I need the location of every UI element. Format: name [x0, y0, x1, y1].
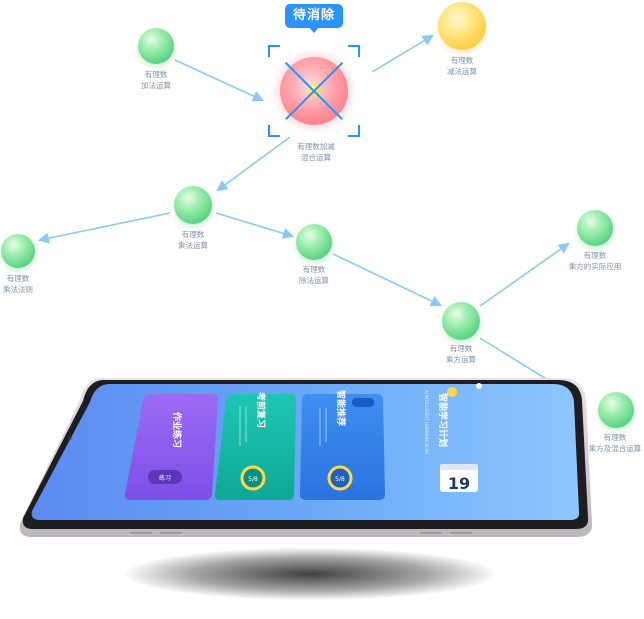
node-label-div: 有理数 除法运算	[299, 265, 329, 285]
link-add-to-mix	[174, 59, 265, 102]
calendar-day: 19	[448, 474, 470, 493]
card-homework-badge[interactable]	[148, 470, 182, 484]
card-recommend[interactable]	[300, 394, 385, 500]
card-recommend-tag	[352, 398, 374, 407]
pending-tag: 待消除	[285, 4, 343, 33]
close-icon[interactable]	[476, 383, 482, 389]
link-mul-to-law	[37, 212, 171, 244]
card-recommend-badge-text: 5/8	[335, 476, 345, 483]
target-node[interactable]	[268, 45, 360, 137]
focus-corner	[268, 125, 280, 137]
node-label-pow-mix: 有理数 乘方及混合运算	[588, 433, 642, 453]
screen-subtitle: AI INTELLIGENT LEARNING PLAN	[424, 390, 429, 455]
card-homework[interactable]	[124, 394, 219, 500]
node-sub[interactable]	[438, 2, 486, 50]
card-recommend-progress	[327, 465, 353, 491]
node-label-add: 有理数 加法运算	[141, 70, 171, 90]
node-mul-law[interactable]	[1, 234, 35, 268]
node-label-addsub-mix: 有理数加减 混合运算	[297, 142, 335, 162]
camera-dot	[68, 436, 72, 440]
card-review[interactable]	[214, 394, 296, 500]
sun-icon	[447, 387, 457, 397]
link-mix-to-sub	[371, 34, 434, 73]
node-add[interactable]	[138, 28, 174, 64]
card-review-title: 考前复习	[255, 392, 267, 428]
node-pow[interactable]	[442, 302, 480, 340]
node-pow-app[interactable]	[577, 210, 613, 246]
node-label-pow: 有理数 乘方运算	[446, 344, 476, 364]
card-review-badge-text: 5/8	[248, 476, 258, 483]
node-label-sub: 有理数 减法运算	[447, 56, 477, 76]
card-recommend-title: 智能推荐	[335, 390, 347, 426]
link-div-to-pow	[332, 253, 443, 307]
node-label-mul-law: 有理数 乘法法则	[3, 274, 33, 294]
link-mul-to-div	[215, 212, 295, 239]
node-pow-mix[interactable]	[598, 392, 634, 428]
focus-corner	[348, 125, 360, 137]
card-recommend-lines	[319, 408, 327, 446]
node-mul[interactable]	[174, 186, 212, 224]
calendar-header	[440, 464, 478, 470]
card-review-progress	[240, 465, 266, 491]
node-label-mul: 有理数 乘法运算	[178, 230, 208, 250]
node-div[interactable]	[296, 224, 332, 260]
link-pow-to-app	[479, 242, 570, 307]
card-review-lines	[239, 406, 247, 446]
focus-corner	[348, 45, 360, 57]
focus-corner	[268, 45, 280, 57]
node-label-pow-app: 有理数 乘方的实际应用	[568, 251, 622, 271]
calendar-box	[440, 464, 478, 492]
screen-title: 智能学习计划	[437, 393, 449, 447]
tablet-shadow	[125, 548, 495, 600]
card-homework-badge-text: 练习	[159, 474, 171, 482]
card-homework-title: 作业练习	[171, 412, 183, 448]
pending-tag-label: 待消除	[292, 8, 335, 23]
link-mix-to-mul	[216, 136, 291, 192]
speaker-grill	[130, 532, 472, 534]
